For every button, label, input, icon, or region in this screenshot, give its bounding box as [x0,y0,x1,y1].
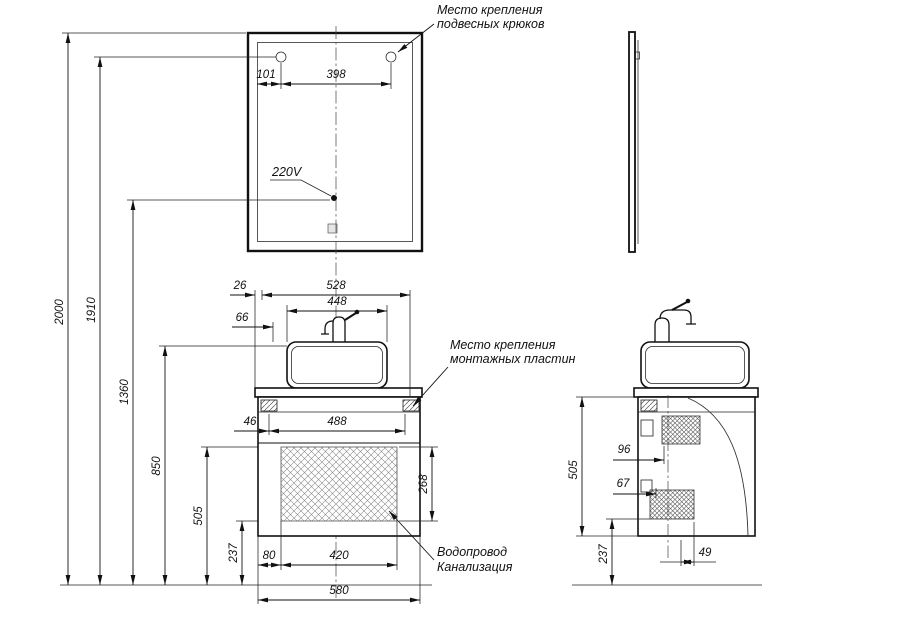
hook-dimensions: 101 398 [256,63,392,89]
dim-niche-bottom-height: 237 [228,543,240,564]
plates-label: Место крепления монтажных пластин [412,338,576,407]
side-panel-curve [687,397,749,537]
faucet-front [321,309,360,342]
dim-top-offset: 26 [233,280,247,292]
mirror-side-profile [628,31,636,253]
dim-top-span: 528 [326,280,346,292]
dim-hook-span: 398 [326,69,346,81]
dim-sink-height: 850 [151,456,163,476]
sink-side [640,341,750,389]
sink-side-inner [645,346,745,384]
countertop-front [254,387,423,398]
mirror-inner-frame [257,42,413,242]
dim-faucet-offset: 66 [236,312,249,324]
side-view-vanity [633,298,759,558]
mirror-sensor-switch [327,223,338,234]
dim-outlet-height: 1360 [119,379,131,405]
hooks-label: Место крепления подвесных крюков [397,3,545,53]
hook-hole-right [385,51,397,63]
dim-bottom-offset: 80 [263,550,276,562]
pipe-block-lower [649,489,695,520]
sink-front-inner [291,346,383,384]
bracket-upper [640,419,654,437]
dim-niche-width: 420 [329,550,349,562]
dim-pipe-height-side: 237 [598,544,610,565]
hooks-label-line1: Место крепления [437,3,543,17]
dim-plate-depth: 96 [618,444,631,456]
faucet-side [654,298,696,342]
dim-cabinet-height-side: 505 [568,460,580,480]
dim-cabinet-width: 580 [329,585,349,597]
plates-label-line1: Место крепления [450,338,556,352]
plates-label-line2: монтажных пластин [450,352,576,366]
voltage-label: 220V [271,165,303,179]
dim-sink-span: 448 [327,296,347,308]
front-view-mirror [246,26,424,600]
side-dimensions: 96 67 505 237 49 [568,396,762,586]
side-view-mirror [628,31,640,253]
dim-niche-height: 268 [418,474,430,495]
dim-hook-left: 101 [256,69,275,81]
dim-plate-offset: 46 [244,416,257,428]
water-label-line1: Водопровод [437,545,507,559]
dim-pipe-width: 49 [699,547,712,559]
plate-dimensions: 46 488 [234,414,406,435]
niche-height-dimension: 268 [399,446,438,522]
vanity-top-dimensions: 26 528 448 66 [230,280,411,397]
power-callout: 220V [270,165,337,201]
dim-total-height: 2000 [54,299,66,326]
sink-front [286,341,388,389]
mounting-plate-side-top [640,399,658,412]
water-label: Водопровод Канализация [388,510,513,574]
dim-plate-span: 488 [327,416,347,428]
vanity-bottom-dimensions: 80 420 580 [257,521,421,604]
mirror-side-hook [634,51,640,60]
water-label-line2: Канализация [437,560,513,574]
mounting-plate-left [260,399,278,412]
mirror-outline [246,31,424,253]
dim-niche-top-height: 505 [193,506,205,526]
power-point-dot [331,195,337,201]
pipe-zone-hatch-front [280,446,398,522]
left-dimension-chain: 2000 1910 1360 850 505 237 [54,32,432,586]
dim-pipe-offset: 67 [617,478,630,490]
hooks-label-line2: подвесных крюков [437,17,545,31]
countertop-side [633,387,759,398]
dim-hooks-height: 1910 [86,297,98,323]
